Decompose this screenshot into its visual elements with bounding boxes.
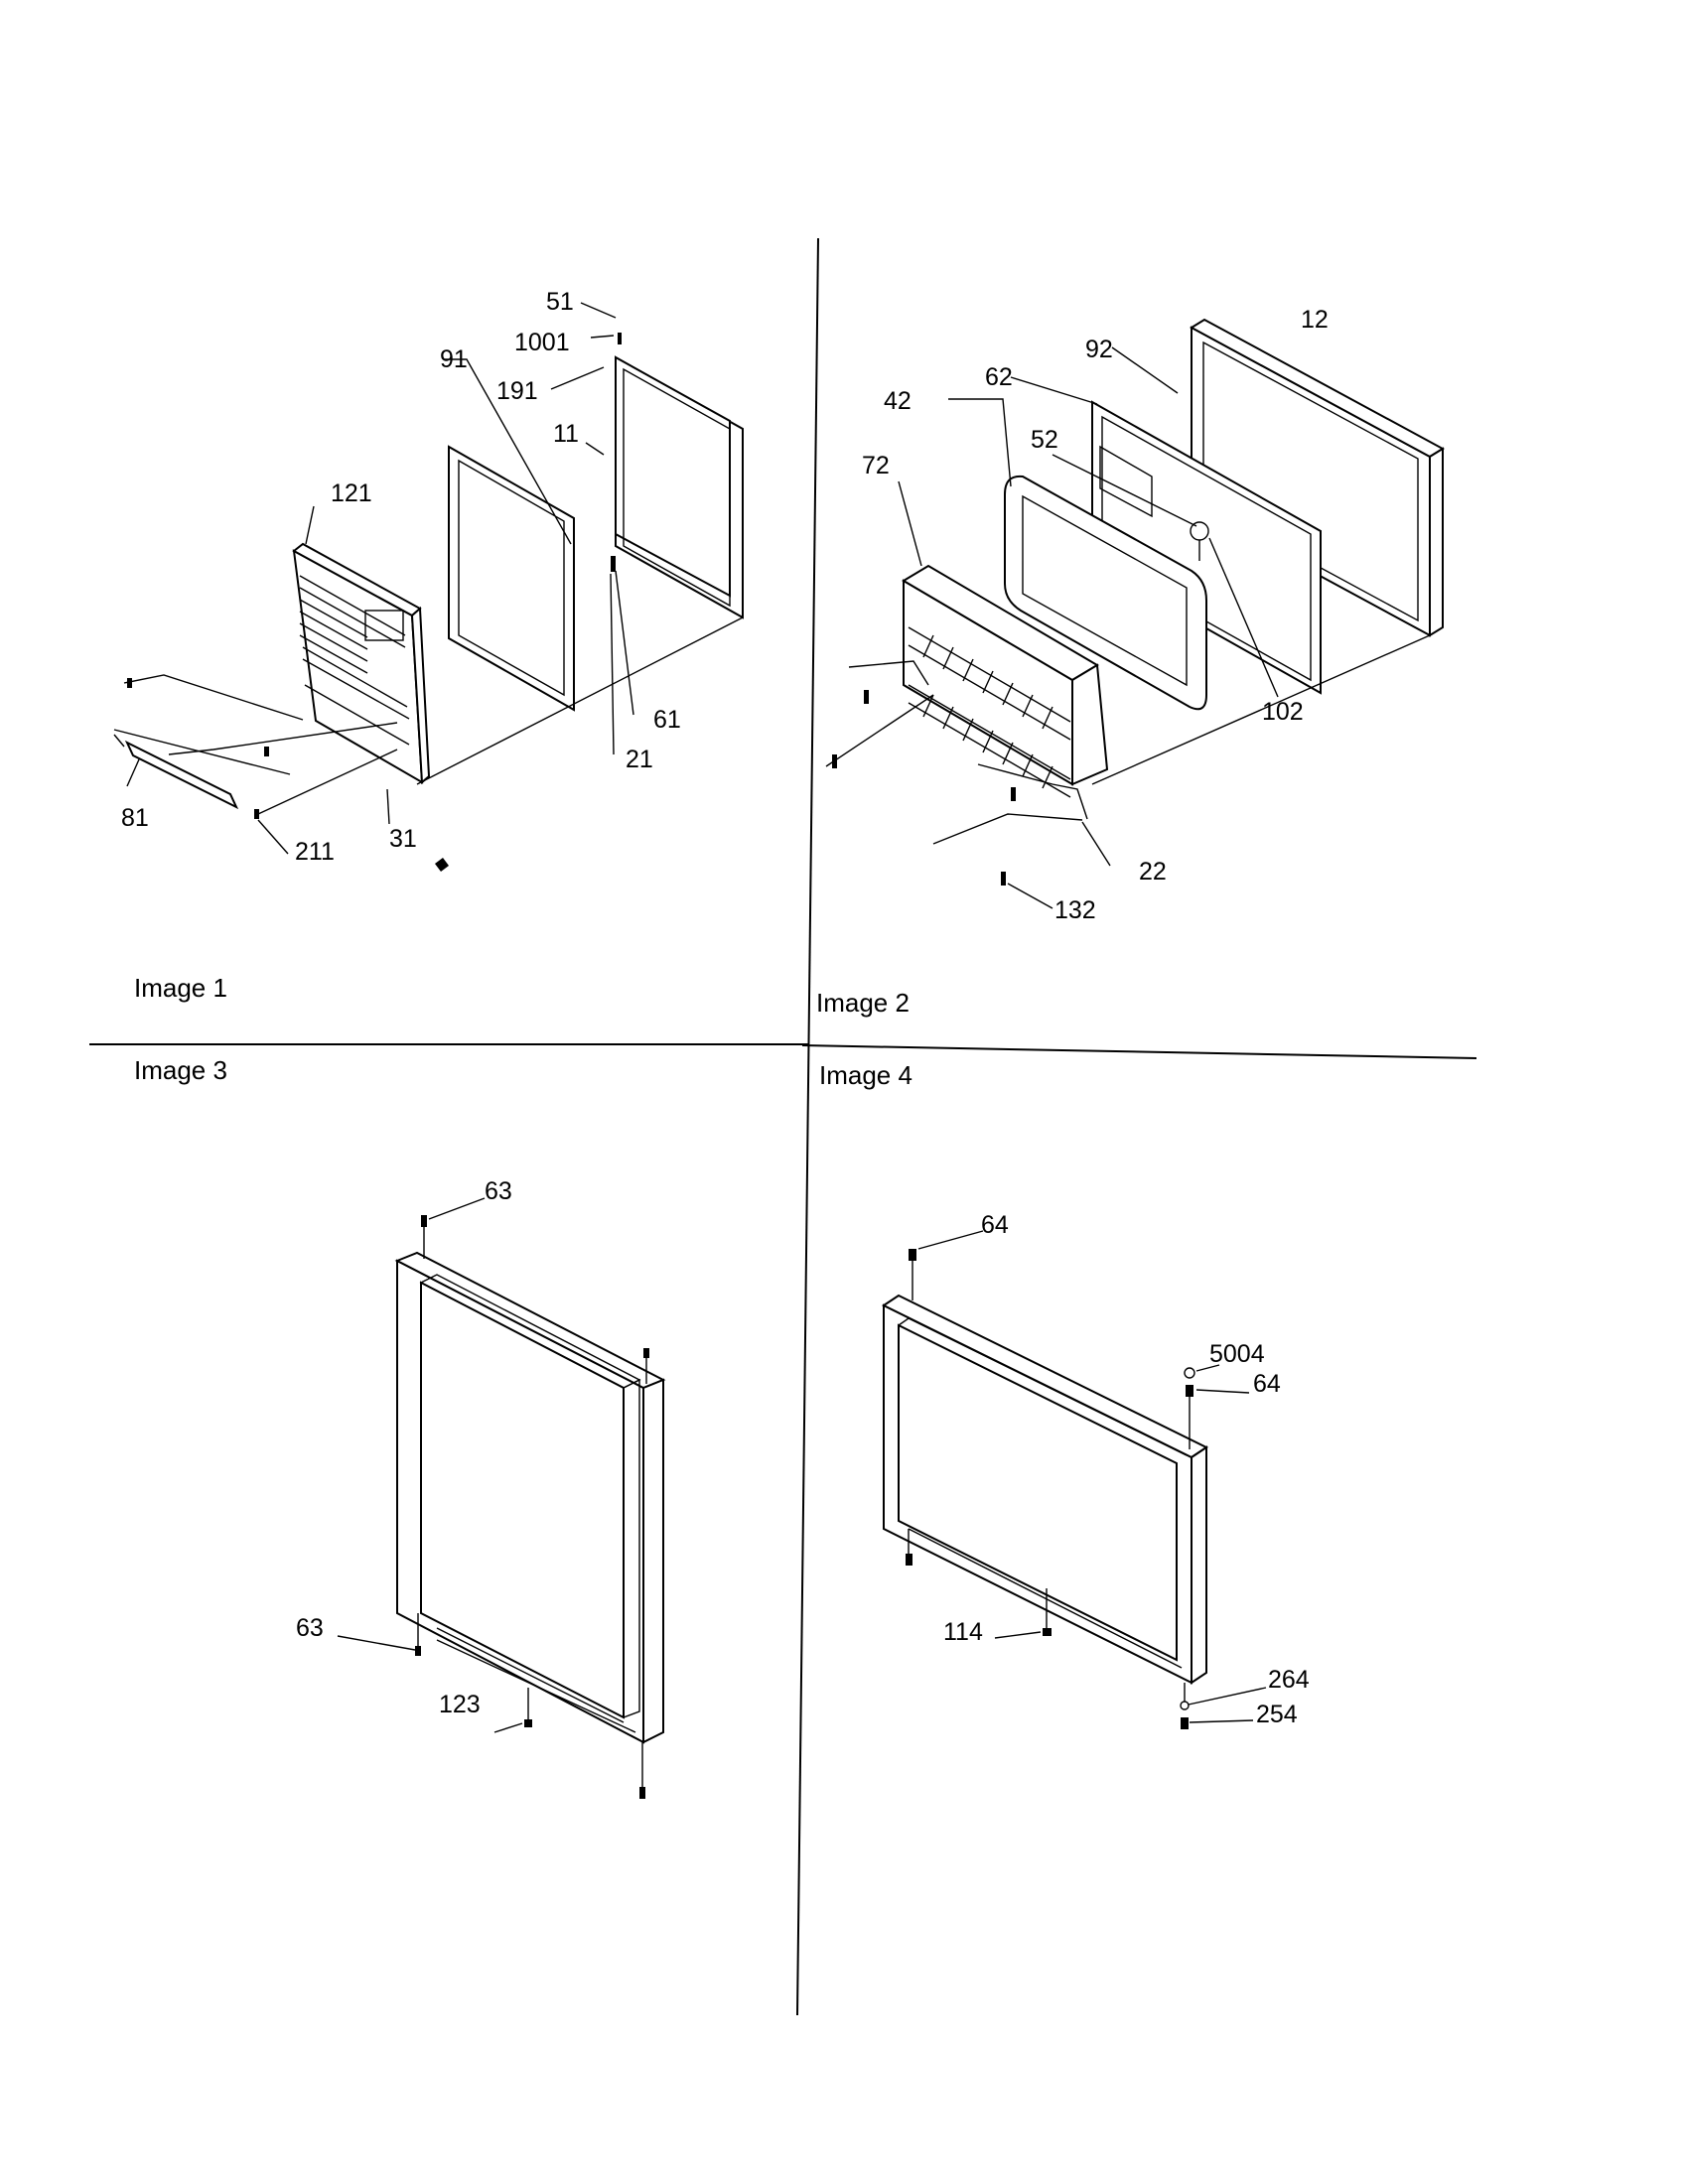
part-label-72: 72 xyxy=(862,452,890,479)
part-label-11: 11 xyxy=(553,420,579,448)
part-label-63-top: 63 xyxy=(485,1177,512,1205)
image-2-drawing xyxy=(825,318,1445,909)
part-label-64-right: 64 xyxy=(1253,1370,1281,1398)
washer-5004-icon xyxy=(1184,1367,1195,1379)
part-label-102: 102 xyxy=(1262,698,1304,726)
part-label-31: 31 xyxy=(389,825,417,853)
screw-icon xyxy=(906,1554,912,1566)
screw-icon xyxy=(264,747,269,756)
screw-63-icon xyxy=(415,1646,421,1656)
panel-62 xyxy=(1091,400,1322,695)
screw-icon xyxy=(643,1348,649,1358)
image-1-drawing xyxy=(113,302,744,872)
horizontal-divider-right xyxy=(801,1044,1477,1059)
part-label-62: 62 xyxy=(985,363,1013,391)
clip-icon xyxy=(435,858,449,872)
part-label-92: 92 xyxy=(1085,336,1113,363)
hinge-pin-icon xyxy=(618,333,622,344)
screw-254-icon xyxy=(1181,1717,1189,1729)
part-label-5004: 5004 xyxy=(1209,1340,1265,1368)
panel-title-image-4: Image 4 xyxy=(819,1060,912,1090)
screw-64-icon xyxy=(909,1249,916,1261)
clip-icon xyxy=(1001,872,1006,886)
screw-icon xyxy=(254,809,259,819)
part-label-211: 211 xyxy=(295,838,335,866)
handle-81 xyxy=(113,734,239,810)
screw-icon xyxy=(639,1787,645,1799)
part-label-22: 22 xyxy=(1139,858,1167,886)
image-3-drawing xyxy=(337,1197,666,1799)
clip-icon xyxy=(864,690,869,704)
part-label-191: 191 xyxy=(496,377,538,405)
part-label-42: 42 xyxy=(884,387,912,415)
part-label-91: 91 xyxy=(440,345,468,373)
vertical-divider xyxy=(796,237,819,2016)
part-label-81: 81 xyxy=(121,804,149,832)
part-label-121: 121 xyxy=(331,479,372,507)
part-label-264: 264 xyxy=(1268,1666,1310,1694)
drawer-72 xyxy=(902,564,1109,798)
door-liner-121 xyxy=(292,542,431,785)
plug-114-icon xyxy=(1043,1628,1052,1636)
door-panel-11 xyxy=(615,355,744,619)
part-label-254: 254 xyxy=(1256,1701,1298,1728)
door-seal-91 xyxy=(448,445,575,712)
panel-title-image-2: Image 2 xyxy=(816,988,910,1018)
part-label-1001: 1001 xyxy=(514,329,570,356)
part-label-21: 21 xyxy=(626,746,653,773)
part-label-64-top: 64 xyxy=(981,1211,1009,1239)
clip-icon xyxy=(1011,787,1016,801)
washer-264-icon xyxy=(1180,1701,1190,1710)
seal-42 xyxy=(1004,475,1207,711)
part-label-123: 123 xyxy=(439,1691,481,1718)
part-label-12: 12 xyxy=(1301,306,1329,334)
panel-title-image-3: Image 3 xyxy=(134,1055,227,1085)
part-label-52: 52 xyxy=(1031,426,1058,454)
screw-63-icon xyxy=(421,1215,427,1227)
part-label-114: 114 xyxy=(943,1618,983,1646)
panel-title-image-1: Image 1 xyxy=(134,973,227,1003)
part-label-63-bottom: 63 xyxy=(296,1614,324,1642)
part-label-51: 51 xyxy=(546,288,574,316)
plug-123-icon xyxy=(524,1719,532,1727)
clip-icon xyxy=(832,754,837,768)
bracket-icon xyxy=(611,556,616,572)
frame-12 xyxy=(1190,318,1445,637)
part-label-132: 132 xyxy=(1054,896,1096,924)
screw-64-icon xyxy=(1186,1385,1193,1397)
part-label-61: 61 xyxy=(653,706,681,734)
image-4-drawing xyxy=(882,1230,1267,1729)
screw-icon xyxy=(127,678,132,688)
